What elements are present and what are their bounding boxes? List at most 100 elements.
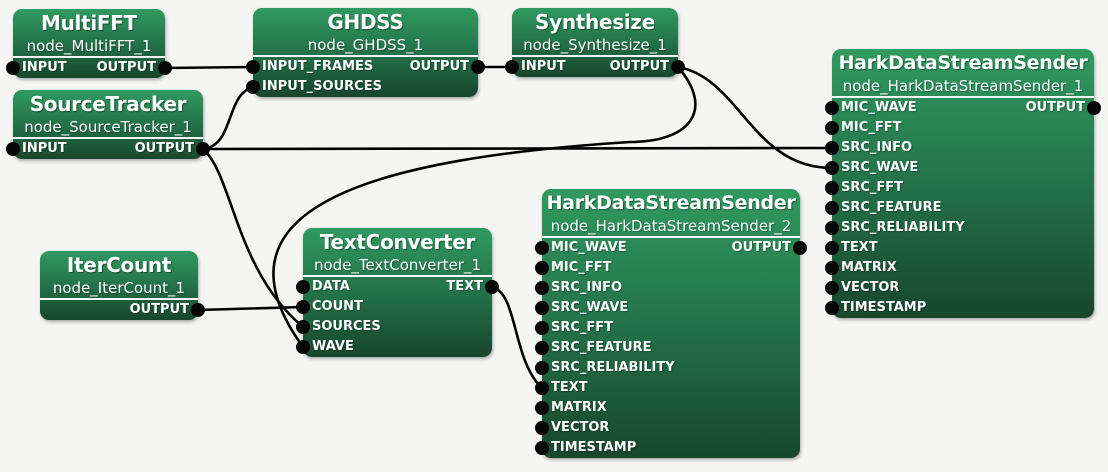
port-timestamp-input-dot[interactable]: [825, 301, 839, 315]
port-input-input-dot[interactable]: [6, 61, 20, 75]
node-title: HarkDataStreamSender: [546, 192, 796, 214]
port-row: MIC_FFT: [832, 118, 1094, 138]
port-timestamp-input-dot[interactable]: [535, 441, 549, 455]
node-divider: [40, 298, 198, 300]
port-input_sources-input-dot[interactable]: [246, 80, 260, 94]
input-port-label: SRC_RELIABILITY: [551, 360, 675, 375]
port-text-input-dot[interactable]: [825, 241, 839, 255]
input-port-label: SRC_FEATURE: [841, 200, 942, 215]
wire-node_Synthesize_1.OUTPUT-to-node_HarkDataStreamSender_1.SRC_WAVE[interactable]: [676, 65, 834, 170]
port-input-input-dot[interactable]: [505, 60, 519, 74]
port-matrix-input-dot[interactable]: [825, 261, 839, 275]
port-row: TEXT: [542, 378, 800, 398]
port-src_wave-input-dot[interactable]: [825, 161, 839, 175]
port-wave-input-dot[interactable]: [296, 340, 310, 354]
port-output-output-dot[interactable]: [191, 303, 205, 317]
node-title: HarkDataStreamSender: [838, 52, 1088, 74]
port-row: SRC_INFO: [832, 138, 1094, 158]
wire-node_TextConverter_1.TEXT-to-node_HarkDataStreamSender_2.TEXT[interactable]: [490, 285, 544, 390]
port-src_fft-input-dot[interactable]: [825, 181, 839, 195]
port-mic_fft-input-dot[interactable]: [535, 261, 549, 275]
port-count-input-dot[interactable]: [296, 300, 310, 314]
node-title: MultiFFT: [41, 11, 137, 35]
port-row: MIC_WAVE OUTPUT: [832, 98, 1094, 118]
input-port-label: MIC_FFT: [551, 260, 612, 275]
port-row: TIMESTAMP: [832, 298, 1094, 318]
output-port-label: OUTPUT: [609, 59, 669, 74]
port-mic_wave-input-dot[interactable]: [825, 101, 839, 115]
input-port-label: COUNT: [312, 299, 363, 314]
output-port-label: OUTPUT: [129, 302, 189, 317]
output-port-label: OUTPUT: [1025, 100, 1085, 115]
port-vector-input-dot[interactable]: [825, 281, 839, 295]
port-src_feature-input-dot[interactable]: [825, 201, 839, 215]
wire-node_SourceTracker_1.OUTPUT-to-node_HarkDataStreamSender_1.SRC_INFO[interactable]: [201, 146, 834, 151]
input-port-label: INPUT_FRAMES: [262, 59, 374, 74]
wire-node_SourceTracker_1.OUTPUT-to-node_TextConverter_1.SOURCES[interactable]: [201, 147, 305, 329]
port-text-input-dot[interactable]: [535, 381, 549, 395]
port-src_info-input-dot[interactable]: [535, 281, 549, 295]
port-src_reliability-input-dot[interactable]: [825, 221, 839, 235]
port-src_fft-input-dot[interactable]: [535, 321, 549, 335]
port-input_frames-input-dot[interactable]: [246, 60, 260, 74]
port-src_info-input-dot[interactable]: [825, 141, 839, 155]
port-text-output-dot[interactable]: [485, 280, 499, 294]
input-port-label: MATRIX: [841, 260, 897, 275]
port-output-output-dot[interactable]: [671, 60, 685, 74]
port-src_wave-input-dot[interactable]: [535, 301, 549, 315]
port-src_reliability-input-dot[interactable]: [535, 361, 549, 375]
output-port-label: TEXT: [446, 279, 483, 294]
port-row: SRC_FFT: [832, 178, 1094, 198]
wire-node_Synthesize_1.OUTPUT-to-node_TextConverter_1.WAVE[interactable]: [272, 65, 697, 349]
port-sources-input-dot[interactable]: [296, 320, 310, 334]
node-hdss2[interactable]: HarkDataStreamSender node_HarkDataStreamS…: [535, 189, 807, 458]
node-instance-name: node_IterCount_1: [52, 279, 186, 297]
wire-node_MultiFFT_1.OUTPUT-to-node_GHDSS_1.INPUT_FRAMES[interactable]: [163, 65, 255, 70]
input-port-label: SRC_RELIABILITY: [841, 220, 965, 235]
port-row: SOURCES: [303, 317, 492, 337]
port-data-input-dot[interactable]: [296, 280, 310, 294]
port-src_feature-input-dot[interactable]: [535, 341, 549, 355]
node-instance-name: node_HarkDataStreamSender_2: [550, 217, 792, 235]
port-output-output-dot[interactable]: [793, 241, 807, 255]
input-port-label: MIC_WAVE: [841, 100, 917, 115]
port-matrix-input-dot[interactable]: [535, 401, 549, 415]
port-vector-input-dot[interactable]: [535, 421, 549, 435]
input-port-label: INPUT: [22, 141, 67, 156]
input-port-label: SRC_WAVE: [551, 300, 629, 315]
port-mic_fft-input-dot[interactable]: [825, 121, 839, 135]
port-input-input-dot[interactable]: [6, 142, 20, 156]
input-port-label: TEXT: [841, 240, 878, 255]
port-mic_wave-input-dot[interactable]: [535, 241, 549, 255]
port-row: MIC_FFT: [542, 258, 800, 278]
port-row: OUTPUT: [40, 300, 198, 320]
node-divider: [303, 275, 492, 277]
port-row: SRC_FEATURE: [542, 338, 800, 358]
input-port-label: SRC_FFT: [841, 180, 904, 195]
input-port-label: MATRIX: [551, 400, 607, 415]
port-output-output-dot[interactable]: [196, 142, 210, 156]
port-row: VECTOR: [832, 278, 1094, 298]
node-divider: [13, 56, 165, 58]
node-title: GHDSS: [327, 10, 404, 34]
wire-node_SourceTracker_1.OUTPUT-to-node_GHDSS_1.INPUT_SOURCES[interactable]: [201, 85, 255, 151]
wire-node_IterCount_1.OUTPUT-to-node_TextConverter_1.COUNT[interactable]: [196, 305, 305, 312]
port-output-output-dot[interactable]: [158, 61, 172, 75]
port-row: SRC_RELIABILITY: [542, 358, 800, 378]
port-output-output-dot[interactable]: [471, 60, 485, 74]
port-output-output-dot[interactable]: [1087, 101, 1101, 115]
port-row: COUNT: [303, 297, 492, 317]
